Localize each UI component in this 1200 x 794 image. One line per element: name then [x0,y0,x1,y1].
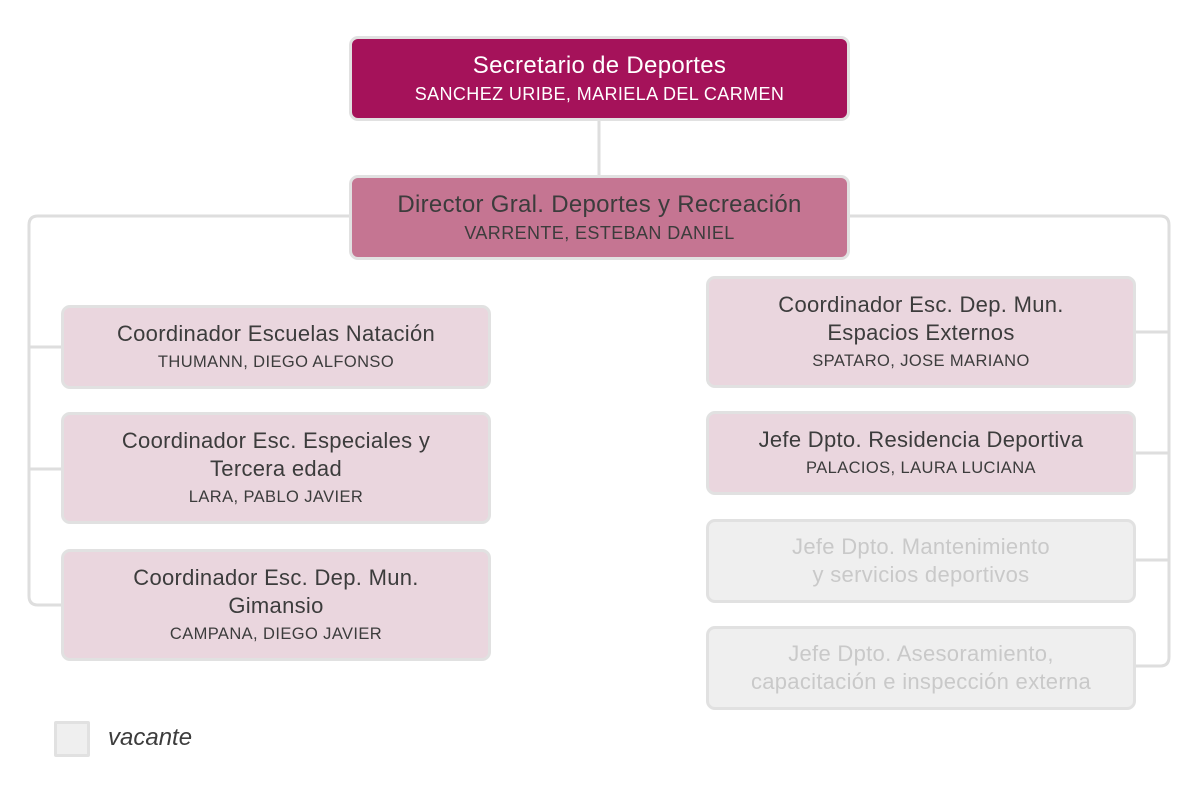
node-jefe-asesoramiento-vacante: Jefe Dpto. Asesoramiento, capacitación e… [706,626,1136,710]
node-title: Director Gral. Deportes y Recreación [397,190,802,218]
node-coordinador-espacios-externos: Coordinador Esc. Dep. Mun. Espacios Exte… [706,276,1136,388]
node-director: Director Gral. Deportes y Recreación VAR… [349,175,850,260]
node-coordinador-natacion: Coordinador Escuelas Natación THUMANN, D… [61,305,491,389]
node-title: Jefe Dpto. Residencia Deportiva [758,427,1084,452]
node-coordinador-gimnasio: Coordinador Esc. Dep. Mun. Gimansio CAMP… [61,549,491,661]
node-name: THUMANN, DIEGO ALFONSO [157,353,395,371]
node-name: PALACIOS, LAURA LUCIANA [806,459,1036,477]
node-name: LARA, PABLO JAVIER [188,488,364,506]
node-jefe-residencia: Jefe Dpto. Residencia Deportiva PALACIOS… [706,411,1136,495]
node-name: CAMPANA, DIEGO JAVIER [169,625,383,643]
node-title: Coordinador Escuelas Natación [116,321,436,346]
legend-vacante-label: vacante [108,724,193,751]
node-title: Coordinador Esc. Dep. Mun. Gimansio [133,565,419,618]
node-name: SANCHEZ URIBE, MARIELA DEL CARMEN [414,83,785,104]
legend-vacante-swatch [54,721,90,757]
node-name: SPATARO, JOSE MARIANO [812,352,1030,370]
node-jefe-mantenimiento-vacante: Jefe Dpto. Mantenimiento y servicios dep… [706,519,1136,603]
node-title: Coordinador Esc. Especiales y Tercera ed… [121,428,431,481]
node-coordinador-especiales: Coordinador Esc. Especiales y Tercera ed… [61,412,491,524]
node-title: Coordinador Esc. Dep. Mun. Espacios Exte… [778,292,1064,345]
node-name: VARRENTE, ESTEBAN DANIEL [464,222,735,243]
node-secretario: Secretario de Deportes SANCHEZ URIBE, MA… [349,36,850,121]
node-title: Jefe Dpto. Asesoramiento, capacitación e… [750,641,1092,694]
connector-right-branch [848,214,1171,668]
connector-left-branch [27,214,352,607]
node-title: Jefe Dpto. Mantenimiento y servicios dep… [792,534,1050,587]
node-title: Secretario de Deportes [472,51,727,79]
